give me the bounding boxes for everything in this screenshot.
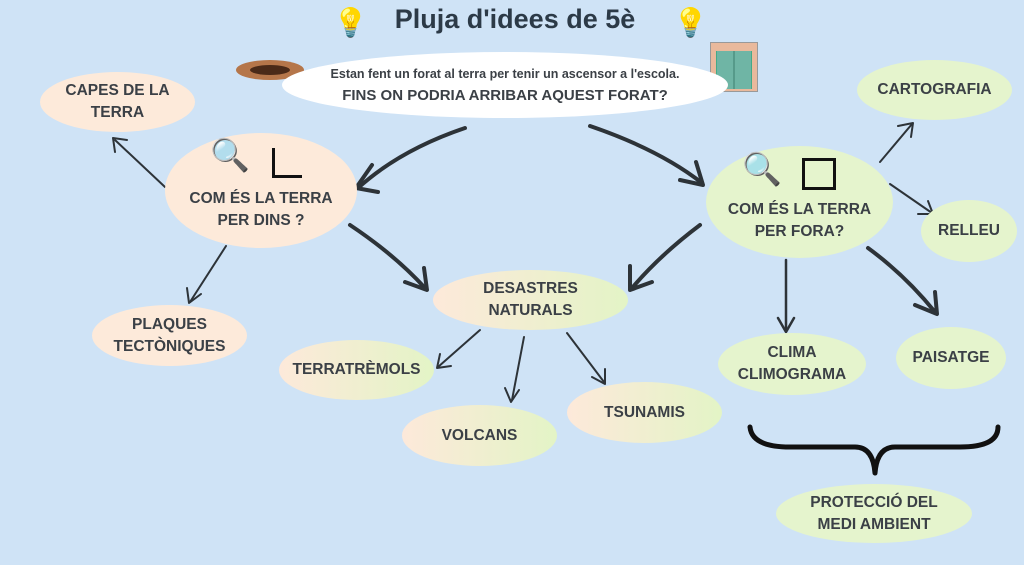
node-terra-per-fora: COM ÉS LA TERRA PER FORA? xyxy=(706,146,893,258)
question-context: Estan fent un forat al terra per tenir u… xyxy=(330,67,680,81)
arrow-to-outside xyxy=(588,124,704,185)
node-label: CAPES DE LA xyxy=(65,82,170,99)
node-tsunamis: TSUNAMIS xyxy=(567,382,722,443)
arrow-to-relleu xyxy=(889,183,933,214)
node-relleu: RELLEU xyxy=(921,200,1017,262)
arrow-out-icon xyxy=(802,158,836,190)
question-main: FINS ON PODRIA ARRIBAR AQUEST FORAT? xyxy=(342,87,668,104)
node-label: TECTÒNIQUES xyxy=(113,337,226,355)
node-desastres: DESASTRES NATURALS xyxy=(433,270,628,330)
node-label: MEDI AMBIENT xyxy=(817,515,931,533)
arrow-to-plaques xyxy=(189,245,227,303)
node-label: TERRA xyxy=(90,104,145,121)
lightbulb-icon: 💡 xyxy=(673,7,708,38)
arrow-to-tsunamis xyxy=(566,332,605,383)
node-label: PLAQUES xyxy=(132,315,207,333)
node-proteccio: PROTECCIÓ DEL MEDI AMBIENT xyxy=(776,484,972,543)
arrow-to-volcans xyxy=(511,336,525,401)
arrow-to-paisatge xyxy=(866,246,937,314)
arrow-from-outside-to-desastres xyxy=(630,223,702,290)
node-plaques: PLAQUES TECTÒNIQUES xyxy=(92,305,247,366)
node-label: CLIMOGRAMA xyxy=(737,366,847,383)
arrow-to-terratremols xyxy=(437,329,481,368)
node-label: COM ÉS LA TERRA xyxy=(189,189,333,207)
node-label: PER DINS ? xyxy=(217,211,305,229)
node-label: DESASTRES xyxy=(483,280,578,297)
curly-brace xyxy=(747,424,1001,476)
arrow-to-capes xyxy=(114,139,166,188)
node-label: PROTECCIÓ DEL xyxy=(810,493,938,511)
node-terratremols: TERRATRÈMOLS xyxy=(279,340,434,400)
lightbulb-icon: 💡 xyxy=(333,7,368,38)
node-clima: CLIMA CLIMOGRAMA xyxy=(718,333,866,395)
node-label: COM ÉS LA TERRA xyxy=(727,201,872,218)
elevator-icon xyxy=(710,42,758,92)
arrow-in-icon xyxy=(272,148,302,178)
magnifier-globe-icon: 🔍 xyxy=(742,151,782,187)
node-volcans: VOLCANS xyxy=(402,405,557,466)
page-title: Pluja d'idees de 5è xyxy=(394,4,636,34)
node-paisatge: PAISATGE xyxy=(896,327,1006,389)
arrow-to-desastres xyxy=(348,223,427,290)
node-terra-per-dins: COM ÉS LA TERRA PER DINS ? xyxy=(165,133,357,248)
node-label: NATURALS xyxy=(488,302,573,319)
node-cartografia: CARTOGRAFIA xyxy=(857,60,1012,120)
hole-icon xyxy=(236,60,304,80)
arrow-to-inside xyxy=(356,126,467,190)
question-bubble: Estan fent un forat al terra per tenir u… xyxy=(282,52,728,118)
main-arrows xyxy=(348,124,939,316)
node-label: PER FORA? xyxy=(754,223,845,240)
node-label: CLIMA xyxy=(767,344,817,361)
node-capes: CAPES DE LA TERRA xyxy=(40,72,195,132)
arrow-to-cartografia xyxy=(879,123,913,163)
magnifier-globe-icon: 🔍 xyxy=(210,137,250,173)
